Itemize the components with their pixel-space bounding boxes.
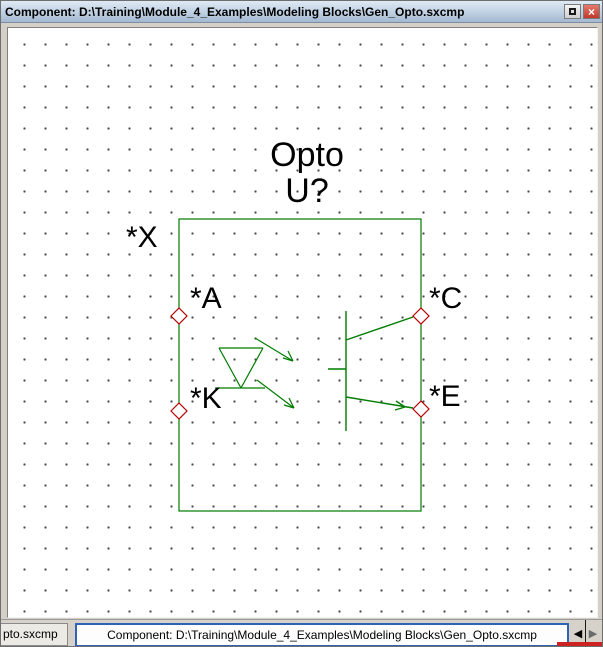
light-arrow-2-head	[283, 397, 295, 409]
pin-label-x[interactable]: *X	[126, 221, 158, 254]
schematic-canvas[interactable]: Opto U? *X *A *C *K *E	[7, 27, 598, 618]
pin-marker-c[interactable]	[412, 307, 430, 325]
pin-marker-e[interactable]	[412, 400, 430, 418]
led-symbol[interactable]	[215, 337, 295, 409]
opto-symbol-drawing	[170, 218, 430, 512]
titlebar-buttons: ×	[564, 4, 600, 19]
component-body-outline[interactable]	[178, 218, 422, 512]
pin-label-e[interactable]: *E	[429, 380, 461, 413]
close-icon: ×	[587, 4, 595, 19]
light-arrow-1	[254, 337, 294, 362]
titlebar[interactable]: Component: D:\Training\Module_4_Examples…	[1, 1, 602, 23]
phototransistor-symbol[interactable]	[328, 311, 414, 431]
tab-bar-divider	[585, 620, 586, 646]
window-title: Component: D:\Training\Module_4_Examples…	[5, 4, 465, 19]
tab-scroll-right-button[interactable]: ▶	[586, 625, 600, 645]
pin-marker-a[interactable]	[170, 307, 188, 325]
pin-label-k[interactable]: *K	[190, 382, 222, 415]
pin-marker-k[interactable]	[170, 402, 188, 420]
pin-label-a[interactable]: *A	[190, 282, 222, 315]
component-designator-label[interactable]: U?	[285, 172, 329, 210]
tab-bar: pto.sxcmp Component: D:\Training\Module_…	[1, 619, 602, 646]
right-arrow-icon: ▶	[588, 628, 598, 640]
tab-scroll-controls: ◀ ▶	[571, 620, 602, 646]
maximize-icon	[569, 8, 576, 15]
pin-label-c[interactable]: *C	[429, 282, 463, 315]
background-window-fragment	[557, 642, 602, 646]
light-arrow-2	[256, 379, 295, 409]
emitter-arrow-head	[394, 400, 406, 411]
left-arrow-icon: ◀	[573, 628, 583, 640]
maximize-button[interactable]	[564, 4, 581, 19]
light-arrow-1-head	[282, 350, 294, 362]
tab-partial-sheet[interactable]: pto.sxcmp	[1, 623, 68, 646]
tab-scroll-left-button[interactable]: ◀	[571, 625, 585, 645]
close-button[interactable]: ×	[583, 4, 600, 19]
component-name-label[interactable]: Opto	[270, 136, 344, 174]
tab-active-component[interactable]: Component: D:\Training\Module_4_Examples…	[75, 623, 569, 646]
